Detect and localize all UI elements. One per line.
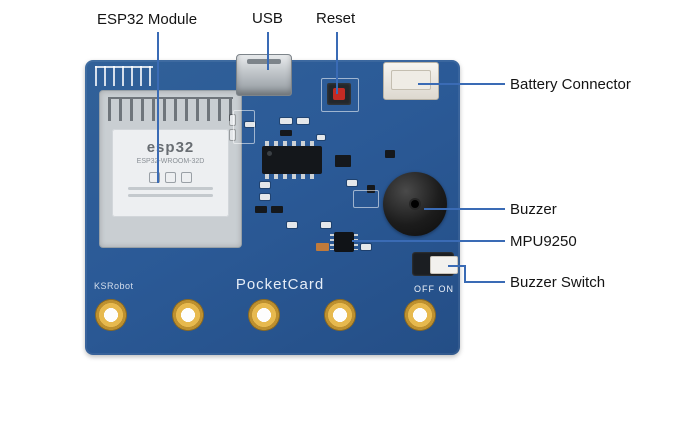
battery-connector-slot <box>391 70 431 90</box>
smd-component <box>335 155 351 167</box>
battery-connector <box>383 62 439 100</box>
label-usb: USB <box>252 10 283 27</box>
micro-usb-connector <box>236 54 292 96</box>
smd-component <box>297 118 309 124</box>
ic-pins-bottom <box>265 174 319 179</box>
smd-component <box>385 150 395 158</box>
smd-component <box>280 118 292 124</box>
module-logo-text: esp32 <box>146 139 195 156</box>
smd-component <box>260 182 270 188</box>
mpu9250-chip <box>330 232 358 252</box>
certification-marks <box>112 172 229 183</box>
smd-component <box>321 222 331 228</box>
board-brand-text: KSRobot <box>94 281 134 291</box>
smd-component <box>280 130 292 136</box>
smd-component <box>287 222 297 228</box>
silkscreen-antenna-pattern <box>95 66 153 86</box>
buzzer-sound-hole <box>411 200 419 208</box>
reset-button <box>327 83 351 105</box>
edge-pad <box>248 299 280 331</box>
ic-chip <box>262 141 322 179</box>
smd-component <box>260 194 270 200</box>
mpu-pins-left <box>330 234 334 250</box>
module-antenna-meander <box>108 97 233 121</box>
esp32-module: esp32 ESP32-WROOM-32D <box>99 90 242 248</box>
ic-pins-top <box>265 141 319 146</box>
smd-component <box>347 180 357 186</box>
sticker-text-bar <box>128 194 213 197</box>
pcb-board: esp32 ESP32-WROOM-32D <box>85 54 460 355</box>
module-model-text: ESP32-WROOM-32D <box>136 158 205 165</box>
smd-component <box>316 243 329 251</box>
smd-component <box>245 122 255 127</box>
silkscreen-outline <box>233 110 255 144</box>
smd-component <box>367 185 375 193</box>
buzzer-switch-component <box>412 252 458 276</box>
label-esp32-module: ESP32 Module <box>97 11 198 28</box>
label-mpu9250: MPU9250 <box>510 233 577 250</box>
edge-pad <box>324 299 356 331</box>
board-name-text: PocketCard <box>235 276 325 293</box>
smd-component <box>317 135 325 140</box>
edge-pad <box>172 299 204 331</box>
ic-pin1-dot <box>267 151 272 156</box>
reset-silkscreen-outline <box>321 78 359 112</box>
silkscreen-outline <box>353 190 379 208</box>
sticker-text-bar <box>128 187 213 190</box>
switch-lever <box>430 256 458 274</box>
label-buzzer-switch: Buzzer Switch <box>510 274 606 291</box>
label-battery-connector: Battery Connector <box>510 76 631 93</box>
switch-silkscreen-label: OFF ON <box>414 284 454 294</box>
smd-component <box>271 206 283 213</box>
module-sticker: esp32 ESP32-WROOM-32D <box>112 129 229 217</box>
reset-button-actuator <box>333 88 345 100</box>
buzzer-component <box>383 172 447 236</box>
edge-pad <box>95 299 127 331</box>
smd-component <box>230 115 235 125</box>
label-buzzer: Buzzer <box>510 201 557 218</box>
smd-component <box>361 244 371 250</box>
mpu-pins-right <box>354 234 358 250</box>
smd-component <box>230 130 235 140</box>
smd-component <box>255 206 267 213</box>
usb-slot <box>247 59 281 64</box>
label-reset: Reset <box>316 10 356 27</box>
edge-pad <box>404 299 436 331</box>
